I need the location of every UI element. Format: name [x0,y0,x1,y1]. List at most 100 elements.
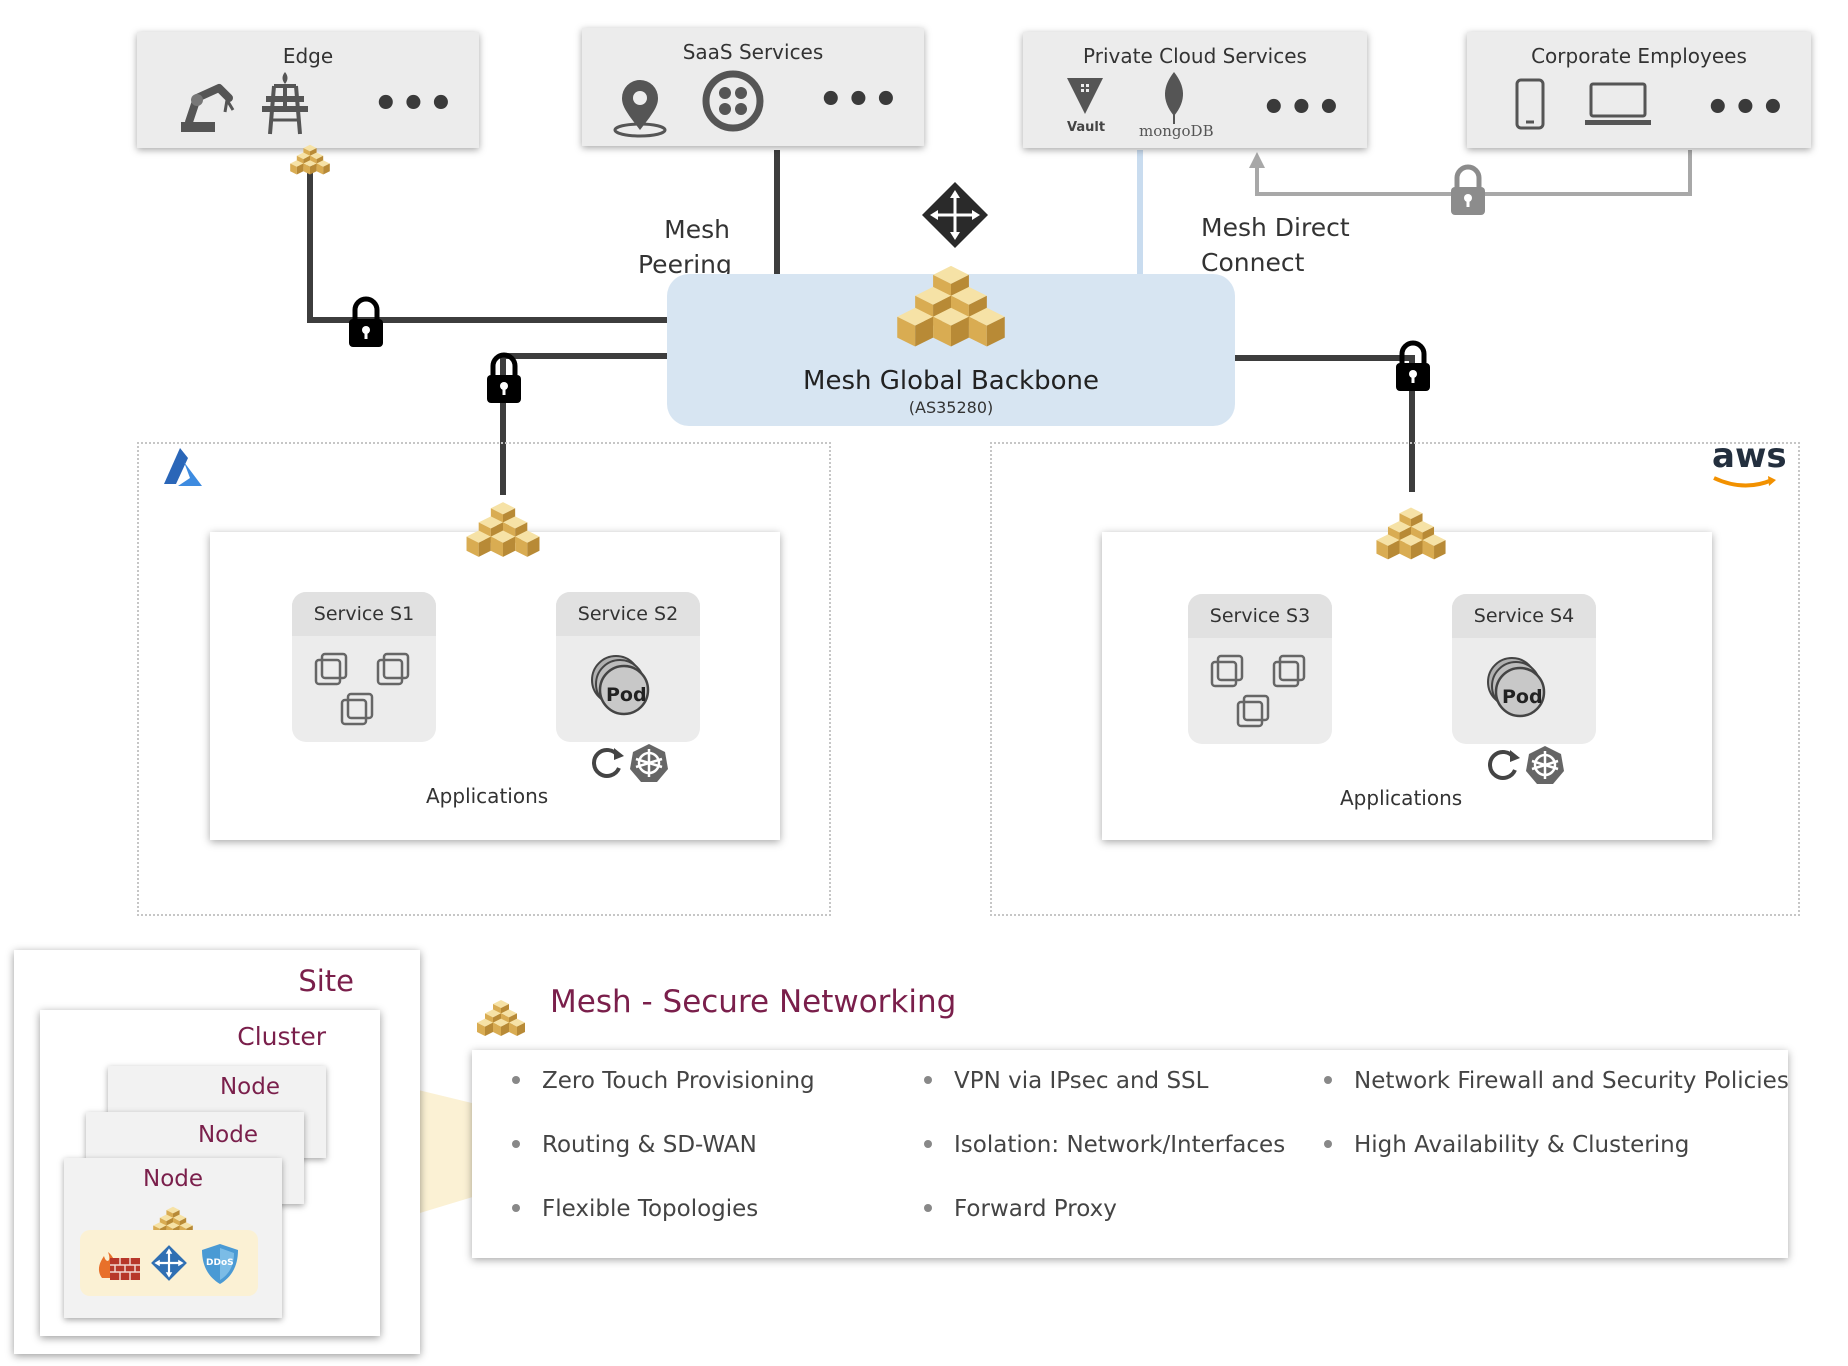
feature-text: Network Firewall and Security Policies [1354,1068,1789,1094]
bullet-icon [1324,1075,1332,1084]
refresh-icon [1488,750,1520,780]
edge-mesh-cube-icon [288,138,332,180]
aws-lock-icon[interactable] [1393,340,1433,392]
backbone-subtitle: (AS35280) [908,398,994,417]
aws-applications-box: Service S3 Service S4 Pod Applications [1102,532,1712,840]
aws-mesh-cube-icon [1372,496,1450,568]
mesh-direct-line2: Connect [1201,248,1305,277]
service-s4-card[interactable]: Service S4 Pod [1452,594,1596,744]
router-icon [151,1245,187,1281]
azure-icon [164,448,202,486]
feature-item: High Availability & Clustering [1324,1132,1689,1158]
phone-icon [1515,78,1545,130]
private-cloud-more-icon[interactable]: ••• [1261,85,1344,131]
bullet-icon [924,1139,932,1148]
saas-more-icon[interactable]: ••• [818,77,901,123]
router-icon [922,182,988,248]
aws-zone [990,442,1800,916]
cluster-box: Cluster Node Node Node [40,1010,380,1336]
ddos-shield-icon [202,1244,238,1284]
node-label: Node [142,1166,204,1192]
robot-arm-icon [181,84,235,132]
bullet-icon [924,1075,932,1084]
service-s2-card[interactable]: Service S2 Pod [556,592,700,742]
edge-more-icon[interactable]: ••• [373,81,456,127]
mongodb-icon [1164,72,1184,124]
service-s3-card[interactable]: Service S3 [1188,594,1332,744]
features-box: Zero Touch Provisioning Routing & SD-WAN… [472,1050,1789,1258]
vm-icon [314,652,410,726]
feature-item: Isolation: Network/Interfaces [924,1132,1285,1158]
laptop-icon [1585,82,1651,125]
node-card: Node [64,1158,282,1318]
twilio-icon [702,70,764,132]
features-title: Mesh - Secure Networking [550,984,957,1020]
location-pin-icon [613,80,667,138]
ddos-label: DDoS [206,1258,234,1268]
mongodb-label: mongoDB [1139,122,1214,140]
pod-icon [1487,657,1546,718]
aws-logo-text: aws [1712,436,1787,476]
firewall-icon [98,1252,140,1280]
mesh-peering-label: Mesh Peering [638,212,732,282]
azure-zone [137,442,831,916]
bullet-icon [512,1203,520,1212]
azure-mesh-cube-icon [462,490,544,566]
aws-applications-label: Applications [1340,786,1463,810]
refresh-icon [592,748,624,778]
backbone-mesh-cube-icon [891,248,1011,360]
feature-item: Flexible Topologies [512,1196,758,1222]
aws-icon [1713,476,1776,488]
kubernetes-icon [630,744,668,782]
service-s2-title: Service S2 [556,592,700,636]
saas-panel: SaaS Services ••• [582,28,924,146]
feature-item: Routing & SD-WAN [512,1132,757,1158]
mesh-global-backbone[interactable]: Mesh Global Backbone (AS35280) [667,274,1235,426]
edge-lock-icon[interactable] [346,296,386,348]
node-label: Node [197,1122,258,1148]
pod-label: Pod [606,684,647,706]
feature-text: Zero Touch Provisioning [542,1068,815,1094]
azure-applications-box: Service S1 Service S2 Pod Applications [210,532,780,840]
mesh-peering-line1: Mesh [664,215,730,244]
corporate-lock-icon[interactable] [1448,164,1488,216]
kubernetes-icon [1526,746,1564,784]
azure-lock-icon[interactable] [484,352,524,404]
feature-text: Flexible Topologies [542,1196,759,1222]
bullet-icon [512,1075,520,1084]
site-label: Site [298,964,354,998]
corporate-more-icon[interactable]: ••• [1705,85,1788,131]
corporate-title: Corporate Employees [1531,44,1747,68]
oil-rig-icon [262,72,308,135]
edge-panel: Edge ••• [137,32,479,148]
service-s1-title: Service S1 [292,592,436,636]
private-cloud-panel: Private Cloud Services Vault mongoDB ••• [1023,32,1367,148]
bullet-icon [924,1203,932,1212]
feature-text: VPN via IPsec and SSL [954,1068,1209,1094]
feature-text: Routing & SD-WAN [542,1132,757,1158]
node-label: Node [219,1074,280,1100]
feature-item: Zero Touch Provisioning [512,1068,815,1094]
mesh-direct-label: Mesh Direct Connect [1201,210,1350,280]
cluster-label: Cluster [237,1022,326,1051]
vault-icon [1067,78,1103,114]
vm-icon [1210,654,1306,728]
backbone-title: Mesh Global Backbone [803,366,1099,396]
mesh-direct-line1: Mesh Direct [1201,213,1350,242]
callout-wedge [410,1088,476,1216]
pod-icon [591,655,650,716]
site-box: Site Cluster Node Node Node [14,950,420,1354]
saas-title: SaaS Services [682,40,824,64]
feature-text: High Availability & Clustering [1354,1132,1690,1158]
node-services-tray: DDoS [80,1230,258,1296]
vault-label: Vault [1067,120,1106,135]
bullet-icon [512,1139,520,1148]
feature-item: VPN via IPsec and SSL [924,1068,1208,1094]
corporate-panel: Corporate Employees ••• [1467,32,1811,148]
features-mesh-cube-icon [474,992,528,1042]
service-s1-card[interactable]: Service S1 [292,592,436,742]
service-s4-title: Service S4 [1452,594,1596,638]
feature-text: Forward Proxy [954,1196,1117,1222]
private-cloud-title: Private Cloud Services [1083,44,1307,68]
feature-item: Forward Proxy [924,1196,1117,1222]
